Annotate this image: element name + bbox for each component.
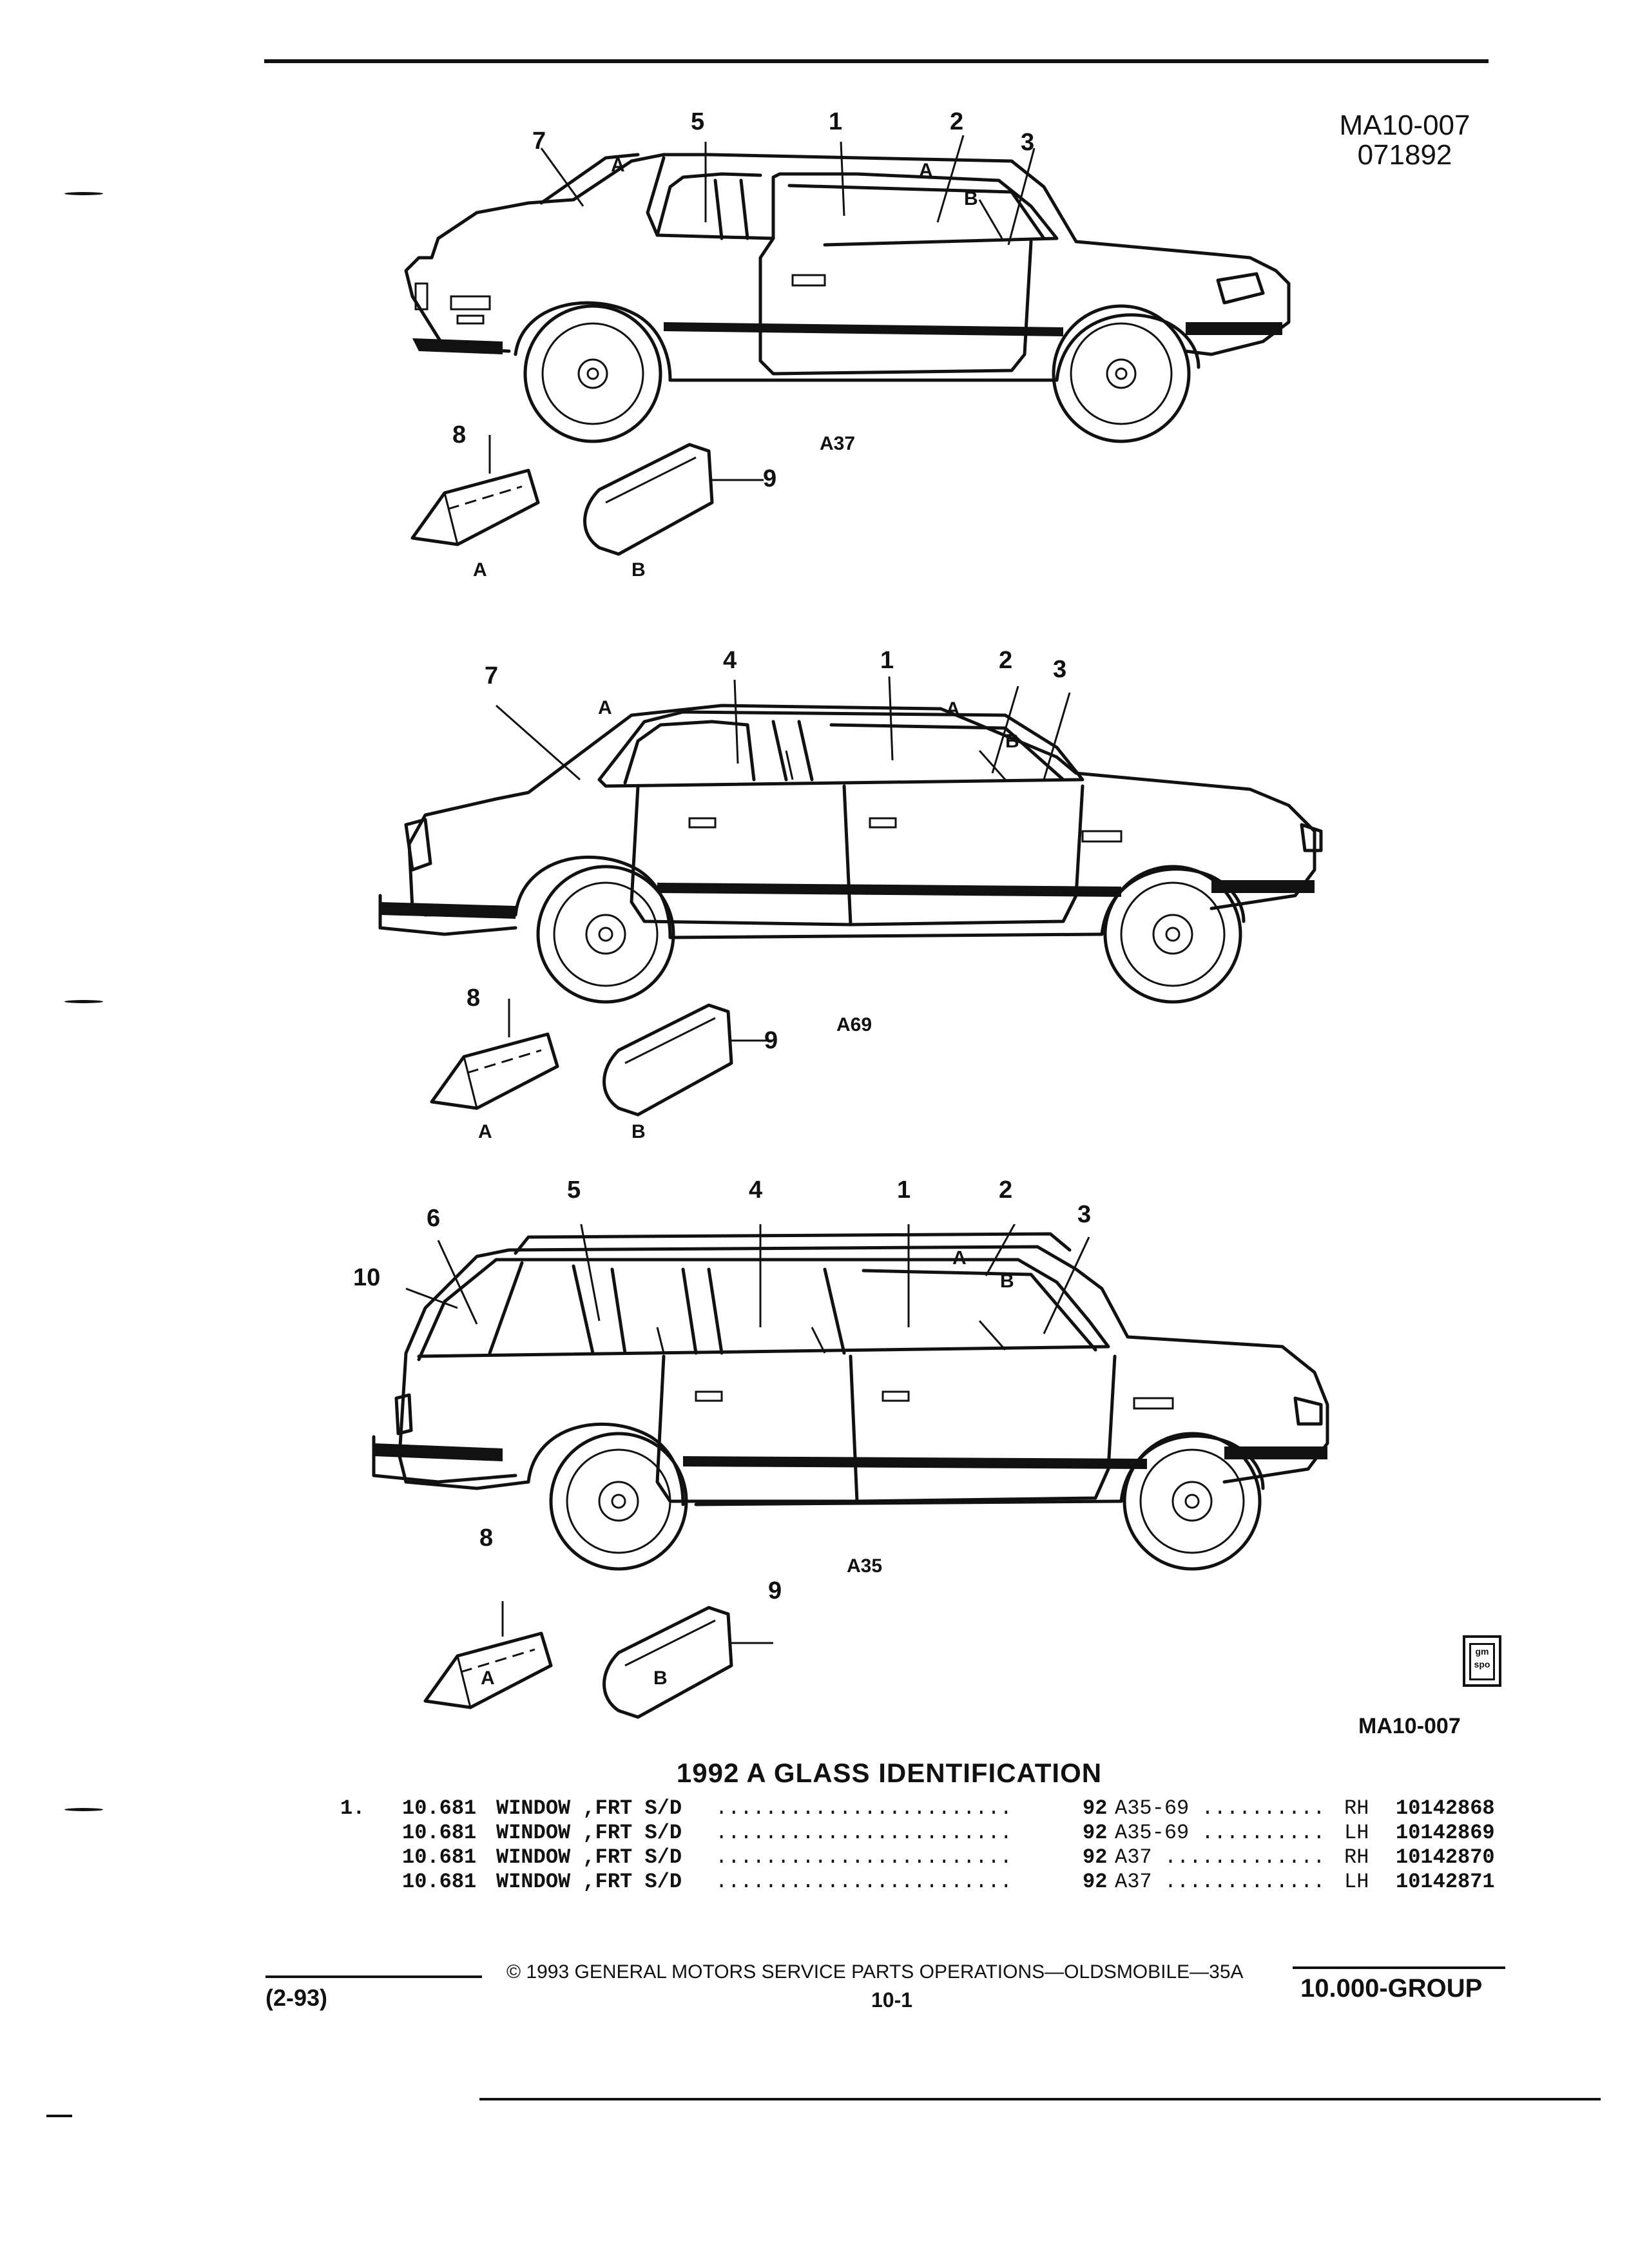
part-number: 10142869	[1396, 1821, 1495, 1845]
year: 92	[1083, 1845, 1108, 1869]
description: WINDOW ,FRT S/D	[496, 1870, 682, 1894]
sedan-illustration	[378, 676, 1323, 1117]
fig3-piece-A: A	[481, 1667, 495, 1689]
fig2-callout-2: 2	[999, 647, 1013, 674]
side: LH	[1344, 1821, 1369, 1845]
footer-copyright: © 1993 GENERAL MOTORS SERVICE PARTS OPER…	[506, 1961, 1244, 1983]
year: 92	[1083, 1796, 1108, 1820]
fig1-callout-B: B	[964, 188, 978, 209]
fig1-model-label: A37	[820, 433, 856, 454]
year: 92	[1083, 1870, 1108, 1894]
group-number: 10.681	[402, 1796, 477, 1820]
side: LH	[1344, 1870, 1369, 1894]
fig1-callout-3: 3	[1021, 129, 1035, 156]
bottom-rule	[479, 2098, 1601, 2100]
fig2-callout-4: 4	[723, 647, 737, 674]
fig2-callout-1: 1	[880, 647, 894, 674]
margin-mark	[64, 192, 103, 195]
fig3-piece-B: B	[653, 1667, 668, 1689]
table-row: 10.681 WINDOW ,FRT S/D .................…	[0, 1821, 1629, 1845]
fig2-callout-B: B	[1005, 731, 1019, 752]
description: WINDOW ,FRT S/D	[496, 1796, 682, 1820]
fig1-piece-B: B	[631, 559, 646, 581]
fig3-callout-2: 2	[999, 1177, 1013, 1204]
fig3-piece-8: 8	[479, 1524, 494, 1552]
fig2-piece-9: 9	[764, 1027, 778, 1054]
fig2-model-label: A69	[836, 1014, 872, 1035]
footer-rule-right	[1293, 1966, 1505, 1969]
leader-dots: ........................	[715, 1821, 1012, 1845]
fig1-piece-8: 8	[452, 421, 467, 448]
group-label: 10.000-GROUP	[1300, 1974, 1483, 2003]
fig2-callout-A1: A	[598, 697, 612, 718]
fig3-piece-9: 9	[768, 1577, 782, 1604]
margin-mark	[46, 2115, 72, 2117]
leader-dots: ........................	[715, 1870, 1012, 1894]
leader-dots: ........................	[715, 1845, 1012, 1869]
table-row: 1. 10.681 WINDOW ,FRT S/D ..............…	[0, 1796, 1629, 1820]
fig3-callout-3: 3	[1077, 1201, 1092, 1228]
fig3-model-label: A35	[847, 1555, 883, 1577]
description: WINDOW ,FRT S/D	[496, 1821, 682, 1845]
fig2-piece-A: A	[478, 1121, 492, 1142]
side: RH	[1344, 1845, 1369, 1869]
fig2-callout-7: 7	[485, 662, 499, 689]
gm-spo-logo-icon: gm spo	[1463, 1635, 1501, 1687]
top-rule	[264, 59, 1489, 63]
fig1-callout-7: 7	[532, 128, 546, 155]
part-number: 10142868	[1396, 1796, 1495, 1820]
margin-mark	[64, 1000, 103, 1003]
description: WINDOW ,FRT S/D	[496, 1845, 682, 1869]
illustration-date: 071892	[1357, 139, 1452, 171]
model: A35-69 ..........	[1115, 1821, 1325, 1845]
fig1-piece-9: 9	[763, 465, 777, 492]
fig3-callout-10: 10	[353, 1264, 381, 1291]
section-title: 1992 A GLASS IDENTIFICATION	[676, 1758, 1103, 1788]
fig2-callout-3: 3	[1053, 656, 1067, 683]
header-code: MA10-007 071892	[1327, 110, 1482, 171]
fig1-piece-A: A	[473, 559, 487, 581]
fig1-callout-A1: A	[611, 155, 625, 176]
fig3-callout-5: 5	[567, 1177, 581, 1204]
footer-date: (2-93)	[265, 1984, 328, 2011]
group-number: 10.681	[402, 1845, 477, 1869]
fig1-callout-1: 1	[829, 108, 843, 135]
coupe-illustration	[404, 135, 1291, 556]
leader-dots: ........................	[715, 1796, 1012, 1820]
group-number: 10.681	[402, 1821, 477, 1845]
part-number: 10142870	[1396, 1845, 1495, 1869]
fig1-callout-2: 2	[950, 108, 964, 135]
fig3-callout-A: A	[952, 1247, 967, 1269]
fig3-callout-6: 6	[427, 1205, 441, 1232]
fig1-callout-5: 5	[691, 108, 705, 135]
fig1-callout-A2: A	[919, 160, 933, 181]
fig3-callout-4: 4	[749, 1177, 763, 1204]
table-row: 10.681 WINDOW ,FRT S/D .................…	[0, 1845, 1629, 1869]
fig3-callout-B: B	[1000, 1271, 1014, 1292]
margin-mark	[64, 1808, 103, 1811]
model: A37 .............	[1115, 1870, 1325, 1894]
illustration-code: MA10-007	[1339, 110, 1470, 141]
fig2-callout-A2: A	[946, 698, 960, 720]
fig3-callout-1: 1	[897, 1177, 911, 1204]
wagon-illustration	[372, 1224, 1329, 1719]
table-row: 10.681 WINDOW ,FRT S/D .................…	[0, 1870, 1629, 1894]
figure-code: MA10-007	[1358, 1714, 1461, 1738]
page-number: 10-1	[871, 1988, 913, 2012]
part-number: 10142871	[1396, 1870, 1495, 1894]
year: 92	[1083, 1821, 1108, 1845]
footer-rule-left	[265, 1975, 482, 1978]
group-number: 10.681	[402, 1870, 477, 1894]
model: A35-69 ..........	[1115, 1796, 1325, 1820]
fig2-piece-8: 8	[467, 985, 481, 1012]
item-number: 1.	[340, 1796, 365, 1820]
side: RH	[1344, 1796, 1369, 1820]
model: A37 .............	[1115, 1845, 1325, 1869]
fig2-piece-B: B	[631, 1121, 646, 1142]
